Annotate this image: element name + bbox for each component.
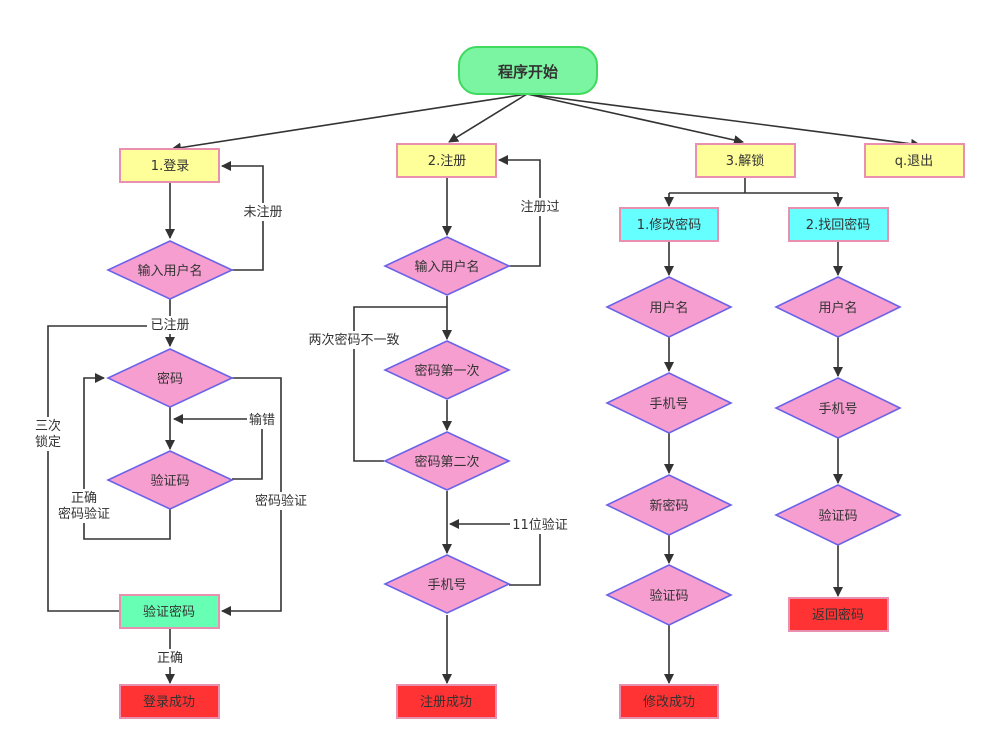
svg-text:验证码: 验证码	[818, 508, 857, 524]
edge-label-registered: 已注册	[150, 318, 189, 333]
login-password-diamond: 密码	[106, 348, 234, 408]
start-label: 程序开始	[498, 63, 558, 81]
node-unlock: 3.解锁	[695, 143, 796, 178]
svg-text:密码: 密码	[157, 371, 183, 387]
register-username-diamond: 输入用户名	[383, 236, 511, 296]
edge-label-correct-2: 正确	[157, 651, 183, 666]
edge-labels: 未注册 已注册 输错 正确 密码验证 三次 锁定 密码验证 正确 注册过 两次密…	[32, 198, 570, 667]
edge-label-wrong-input: 输错	[249, 412, 275, 428]
edge-label-phone-check: 11位验证	[512, 517, 568, 533]
login-username-diamond: 输入用户名	[106, 240, 234, 300]
edge-label-not-registered: 未注册	[243, 205, 282, 220]
edge-label-locked: 锁定	[35, 434, 61, 450]
recover-captcha-diamond: 验证码	[774, 484, 902, 546]
svg-text:密码第二次: 密码第二次	[414, 454, 479, 470]
svg-text:新密码: 新密码	[649, 498, 688, 514]
login-label: 1.登录	[151, 159, 189, 174]
change-username-diamond: 用户名	[605, 276, 733, 338]
quit-label: q.退出	[895, 154, 933, 169]
svg-text:验证密码: 验证密码	[143, 604, 195, 620]
edge-label-password-mismatch: 两次密码不一致	[308, 332, 399, 348]
edge-label-password-verify: 密码验证	[58, 506, 110, 522]
register-password-first-diamond: 密码第一次	[383, 340, 511, 400]
unlock-recover-password-box: 2.找回密码	[788, 207, 889, 242]
register-phone-diamond: 手机号	[383, 554, 511, 614]
unlock-label: 3.解锁	[726, 153, 764, 169]
register-label: 2.注册	[428, 154, 466, 169]
change-new-password-diamond: 新密码	[605, 474, 733, 536]
node-start: 程序开始	[458, 46, 598, 95]
svg-text:2.找回密码: 2.找回密码	[806, 217, 870, 233]
login-captcha-diamond: 验证码	[106, 450, 234, 510]
node-register: 2.注册	[396, 143, 497, 178]
svg-text:用户名: 用户名	[649, 300, 688, 316]
svg-text:输入用户名: 输入用户名	[137, 263, 202, 279]
register-password-second-diamond: 密码第二次	[383, 431, 511, 491]
edge-label-three-times: 三次	[35, 418, 61, 434]
svg-text:1.修改密码: 1.修改密码	[637, 217, 701, 233]
svg-text:注册成功: 注册成功	[420, 695, 472, 710]
svg-text:返回密码: 返回密码	[812, 607, 864, 623]
edge-label-password-verify-2: 密码验证	[255, 493, 307, 509]
svg-text:用户名: 用户名	[818, 300, 857, 316]
change-phone-diamond: 手机号	[605, 372, 733, 434]
recover-result-box: 返回密码	[788, 597, 889, 632]
unlock-change-password-box: 1.修改密码	[619, 207, 719, 242]
recover-phone-diamond: 手机号	[774, 377, 902, 439]
node-login: 1.登录	[119, 148, 220, 183]
svg-text:手机号: 手机号	[818, 402, 857, 417]
node-quit: q.退出	[864, 143, 965, 178]
register-success-box: 注册成功	[396, 684, 497, 719]
recover-username-diamond: 用户名	[774, 276, 902, 338]
svg-text:手机号: 手机号	[649, 397, 688, 412]
svg-text:登录成功: 登录成功	[143, 695, 195, 710]
change-success-box: 修改成功	[619, 684, 719, 719]
svg-text:验证码: 验证码	[649, 588, 688, 604]
login-verify-password-box: 验证密码	[119, 594, 220, 629]
svg-text:手机号: 手机号	[427, 578, 466, 593]
edge-label-already-registered: 注册过	[520, 200, 559, 215]
svg-text:密码第一次: 密码第一次	[414, 363, 479, 379]
svg-text:输入用户名: 输入用户名	[414, 259, 479, 275]
svg-text:验证码: 验证码	[150, 473, 189, 489]
change-captcha-diamond: 验证码	[605, 564, 733, 626]
svg-text:修改成功: 修改成功	[643, 695, 695, 710]
login-success-box: 登录成功	[119, 684, 220, 719]
edge-label-correct: 正确	[71, 491, 97, 506]
